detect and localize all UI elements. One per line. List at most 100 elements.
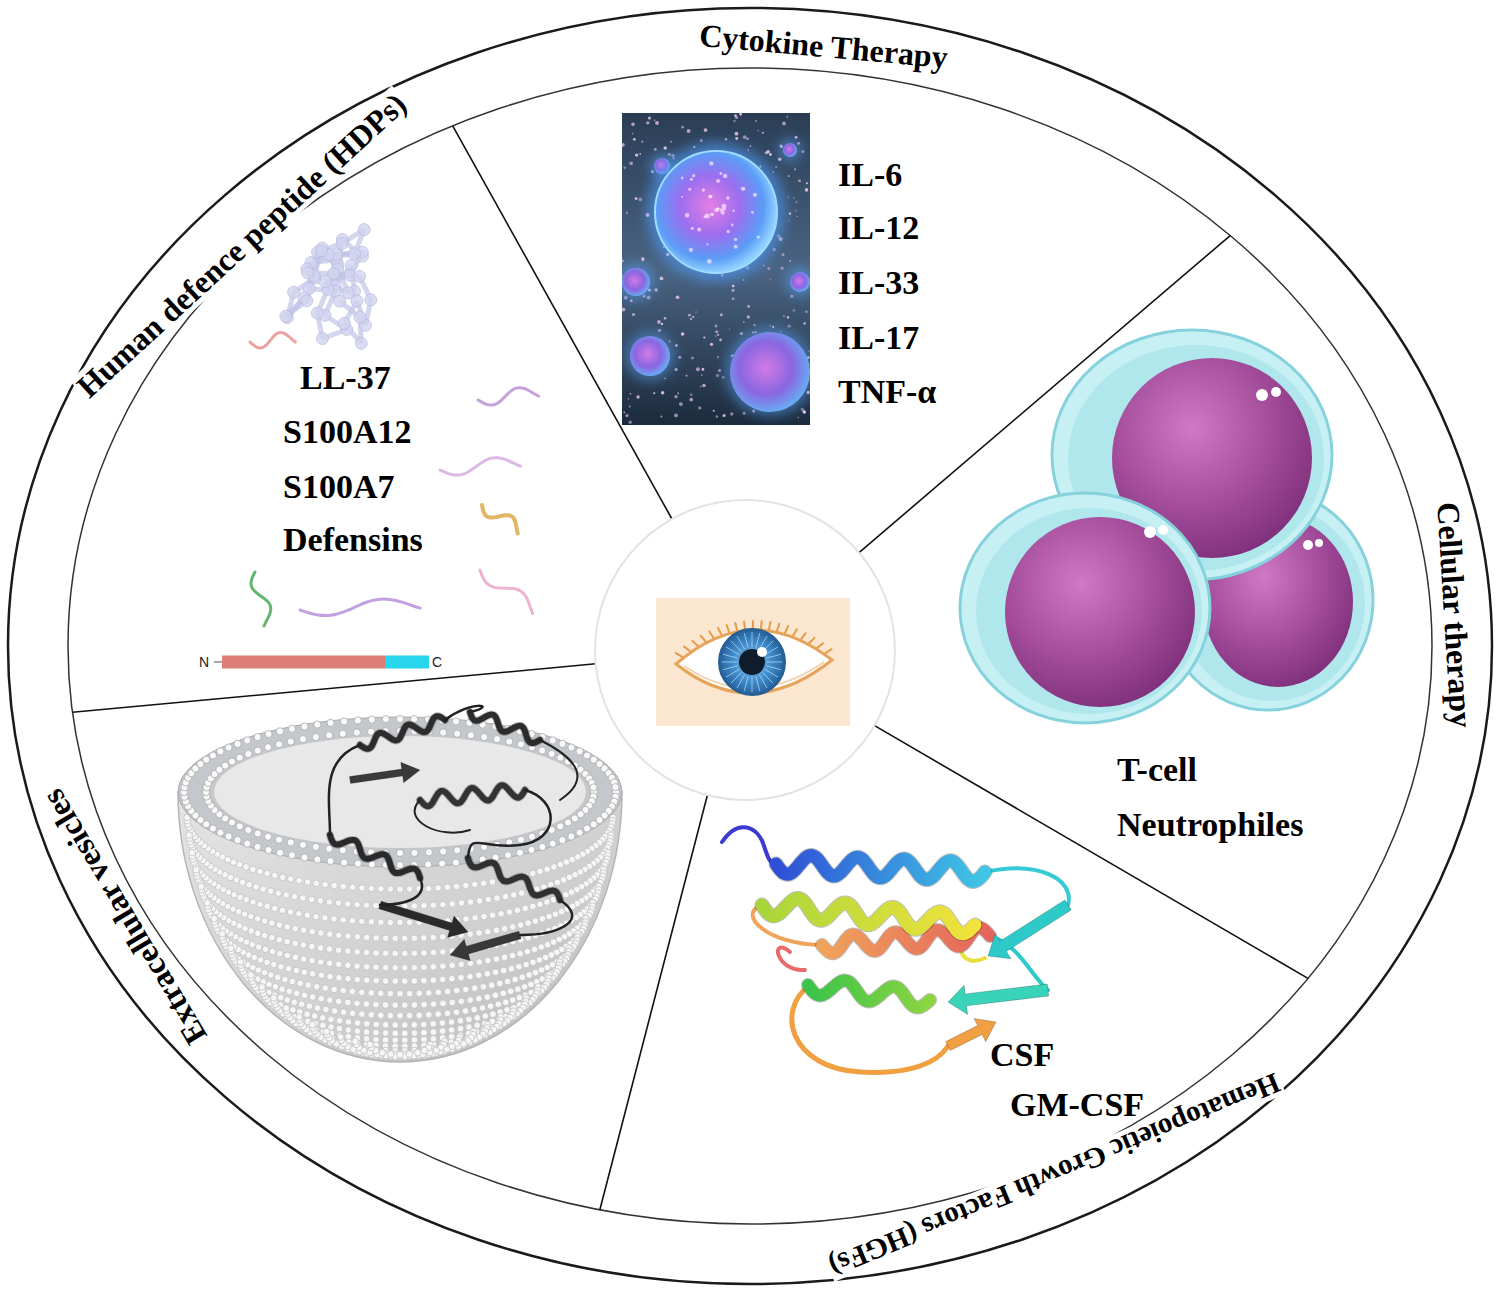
illustration-part [309,943,316,950]
illustration-part [689,398,693,402]
illustration-part [365,294,377,306]
illustration-part [735,137,738,140]
illustration-part [701,374,703,376]
terminus-label: N [199,655,209,669]
illustration-part [641,258,644,261]
illustration-part [244,840,251,847]
illustration-part [379,901,468,937]
illustration-part [752,632,753,647]
illustration-part [254,916,261,923]
illustration-part [279,907,286,914]
illustration-part [753,324,755,326]
illustration-part [661,323,664,326]
illustration-part [1315,539,1323,547]
illustration-part [421,1001,428,1008]
illustration-part [292,925,299,932]
illustration-part [717,356,719,358]
illustration-part [278,963,285,970]
illustration-part [704,128,708,132]
illustration-part [488,982,495,989]
illustration-part [300,942,307,949]
illustration-part [308,896,315,903]
illustration-part [254,843,261,850]
illustration-part [632,133,634,135]
illustration-part [734,238,737,241]
illustration-part [440,458,520,475]
illustration-part [708,195,712,199]
illustration-part [439,976,446,983]
illustration-part [358,989,365,996]
illustration-part [552,911,559,918]
illustration-part [725,327,810,417]
illustration-part [328,268,340,280]
illustration-part [326,899,333,906]
illustration-part [1271,387,1281,397]
illustration-part [658,329,662,333]
sector-divider [875,726,1308,979]
illustration-part [681,332,685,336]
illustration-part [743,279,744,280]
illustration-part [515,986,522,993]
illustration-part [490,1011,497,1018]
peptide-structure [250,224,539,626]
sector-title: Cellular therapy [1432,499,1478,731]
illustration-part [387,886,394,893]
illustration-part [336,1025,343,1032]
illustration-part [245,826,252,833]
illustration-part [222,656,385,669]
illustration-part [327,719,334,726]
illustration-part [277,994,284,1001]
illustration-part [354,270,366,282]
illustration-part [590,784,597,791]
illustration-part [336,237,348,249]
illustration-part [501,954,508,961]
illustration-part [359,885,366,892]
illustration-part [301,295,313,307]
illustration-part [722,827,776,864]
illustration-part [482,505,518,533]
illustration-part [765,151,768,154]
illustration-part [440,949,447,956]
illustration-part [331,882,338,889]
illustration-part [514,907,521,914]
illustration-part [470,712,540,743]
illustration-part [323,1006,330,1013]
illustration-part [725,138,727,140]
illustration-part [468,790,551,858]
illustration-part [243,896,250,903]
illustration-part [522,905,529,912]
illustration-part [411,950,418,957]
illustration-part [284,938,291,945]
illustration-part [440,729,447,736]
illustration-part [349,248,361,260]
illustration-part [537,868,544,875]
illustration-part [354,934,361,941]
illustration-part [340,718,347,725]
illustration-part [793,197,795,199]
illustration-part [320,1022,327,1029]
illustration-part [717,208,720,211]
illustration-part [228,758,235,765]
illustration-part [653,392,655,394]
illustration-part [539,916,546,923]
illustration-part [435,989,442,996]
illustration-part [425,1012,432,1019]
illustration-part [287,839,294,846]
illustration-part [674,395,678,399]
illustration-part [626,212,628,214]
illustration-part [788,175,790,177]
illustration-part [755,120,757,122]
illustration-part [531,946,538,953]
illustration-part [440,848,447,855]
illustration-part [750,145,752,147]
illustration-part [270,995,277,1002]
illustration-part [458,900,465,907]
illustration-part [690,178,693,181]
cytokine-picture [622,113,810,425]
illustration-part [723,174,727,178]
illustration-part [512,976,519,983]
illustration-part [622,263,655,301]
illustration-part [529,870,536,877]
illustration-part [241,911,248,918]
illustration-part [757,647,767,657]
